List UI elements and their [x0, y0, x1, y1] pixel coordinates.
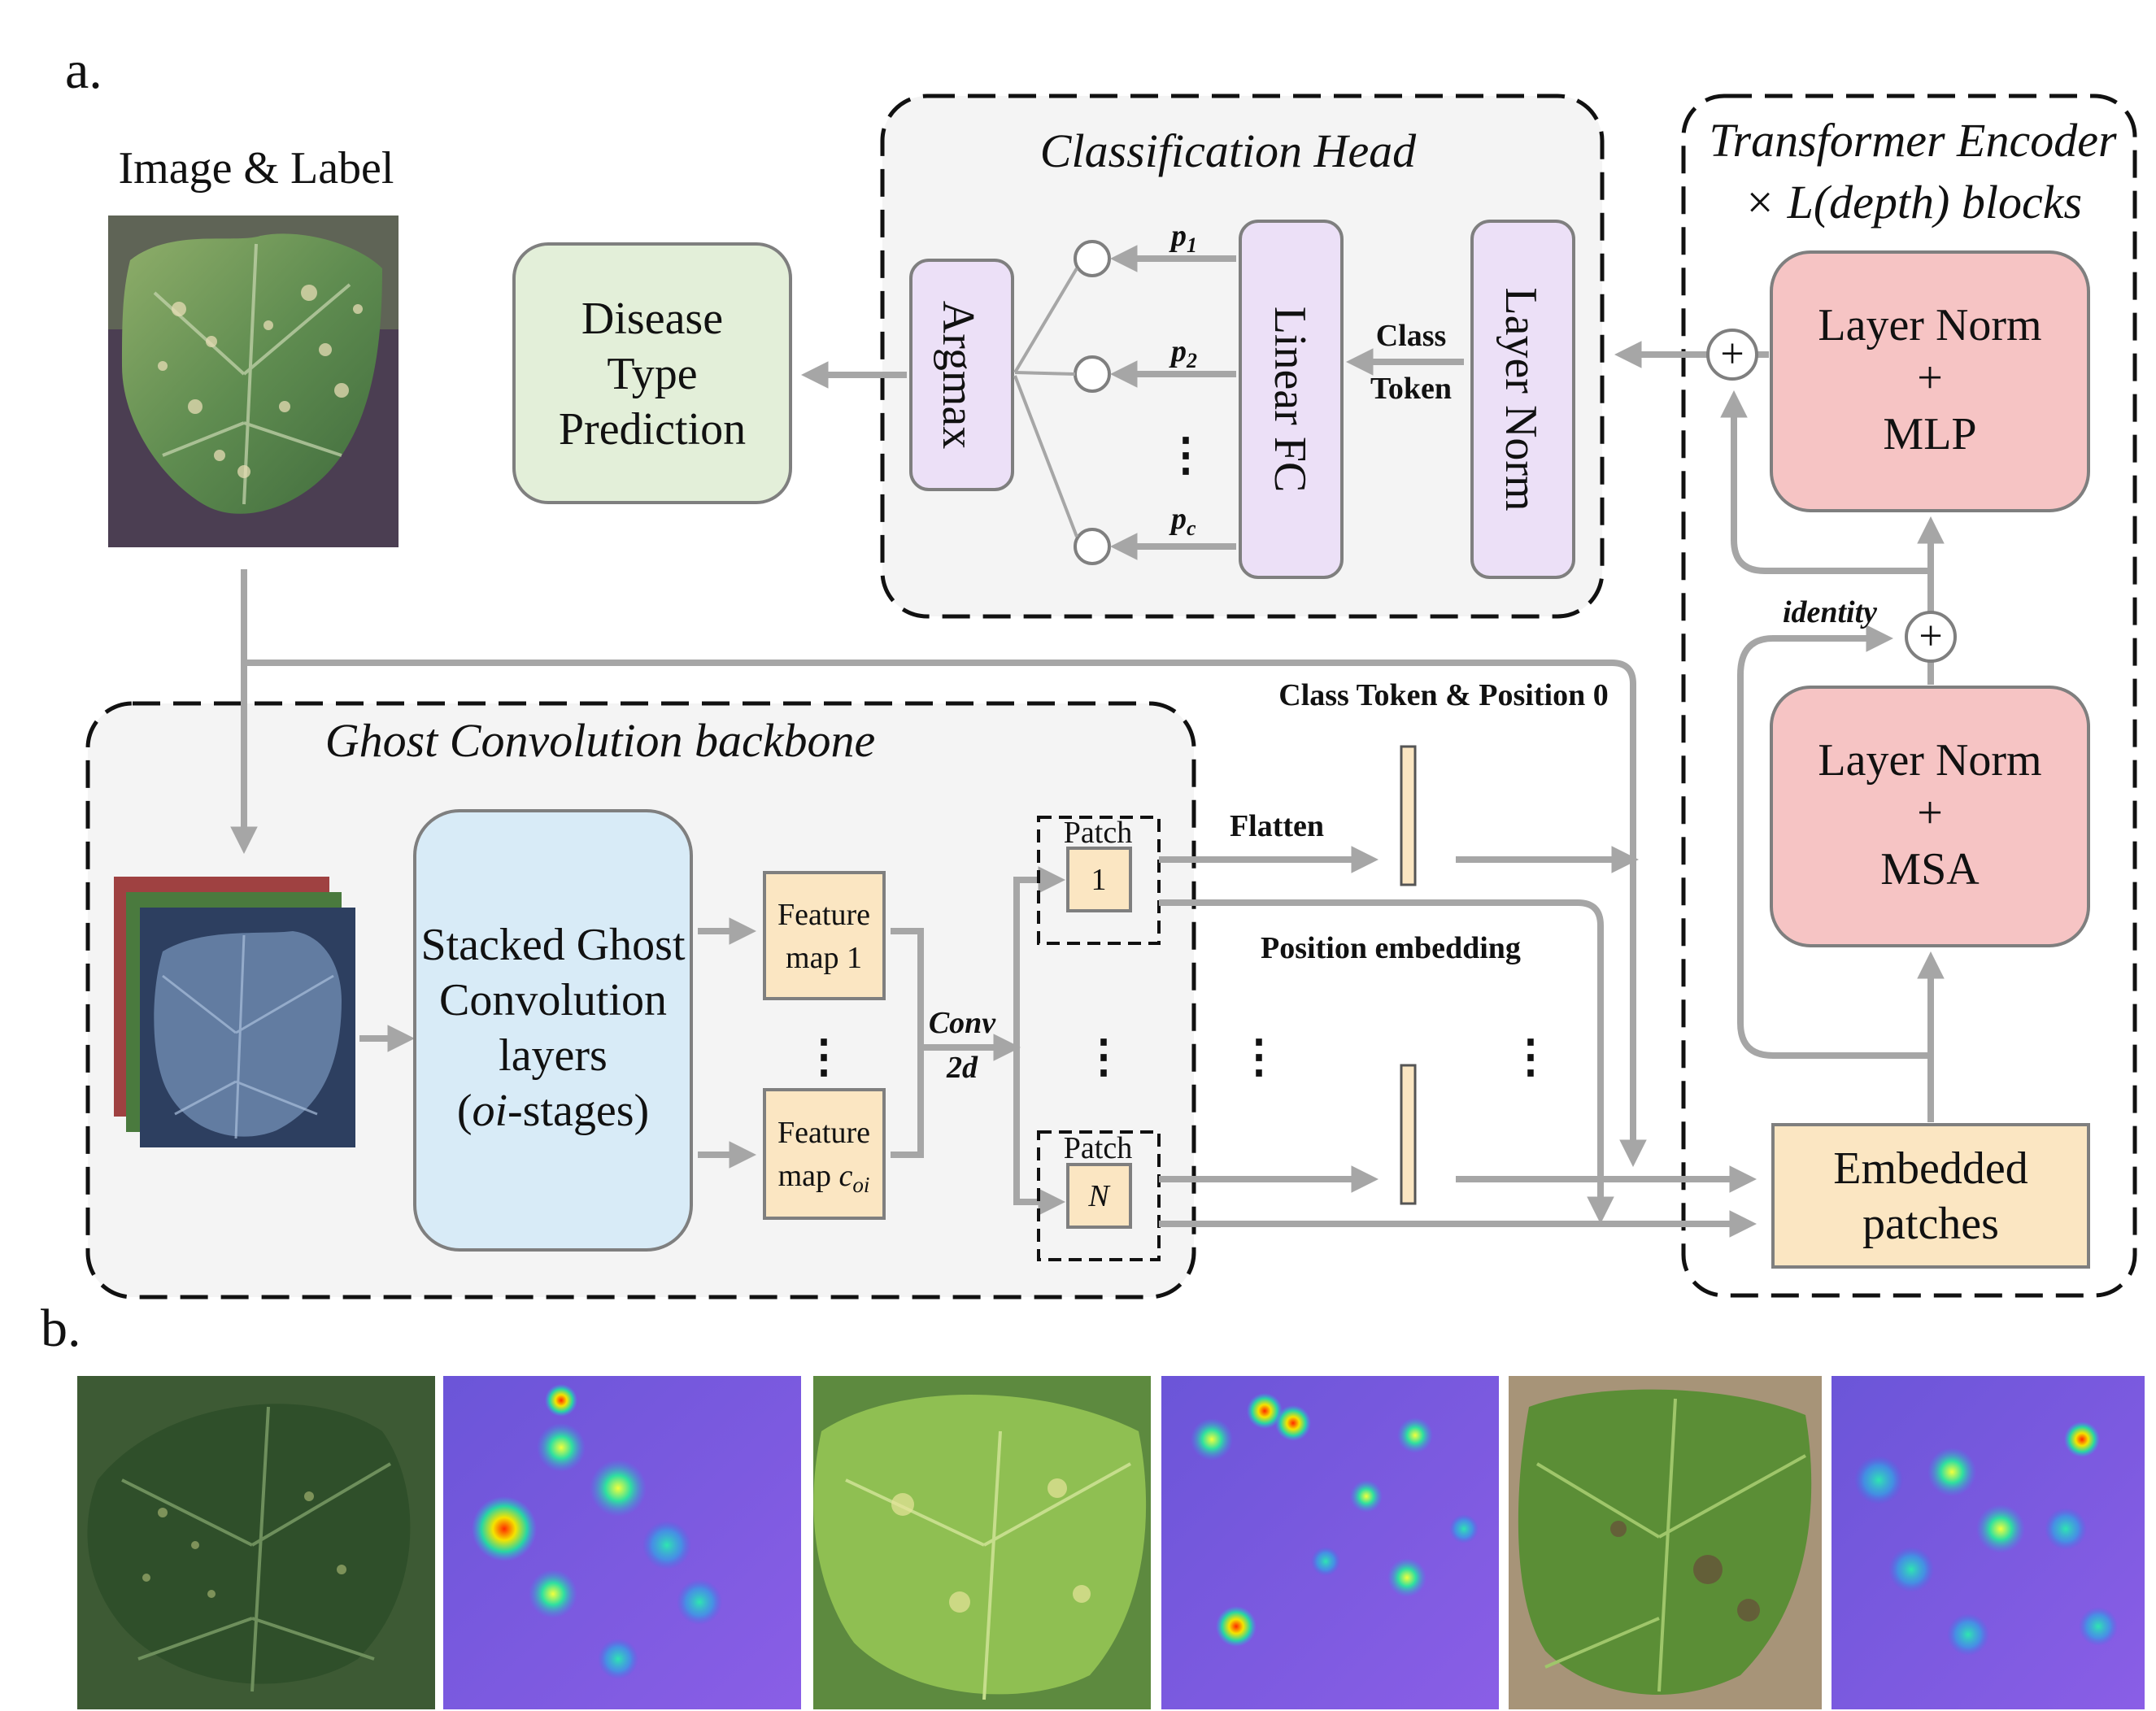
prediction-line-2: Type: [607, 349, 697, 399]
panel-a-label: a.: [65, 41, 102, 100]
residual-add-top: [1706, 329, 1758, 381]
class-token-line-2: Token: [1370, 372, 1452, 406]
prob-pc: pc: [1169, 502, 1196, 540]
layer-norm-cls-box: [1470, 220, 1575, 579]
fmap1-line-1: Feature: [777, 898, 870, 932]
sample-leaf-3: [1509, 1376, 1822, 1709]
mlp-line-2: +: [1917, 353, 1943, 403]
token-ellipsis-2: ⋮: [1508, 1032, 1553, 1082]
heatmap-1: [443, 1376, 801, 1709]
node-fan-lines: [1013, 267, 1078, 538]
argmax-label: Argmax: [933, 301, 983, 450]
transformer-connectors: [1614, 341, 1945, 1122]
class-token-line-1: Class: [1376, 319, 1447, 353]
patch-1-number: 1: [1091, 863, 1107, 897]
patch-1-label: Patch: [1064, 816, 1132, 850]
stacked-line-4: (oi-stages): [457, 1086, 649, 1136]
msa-block: [1770, 686, 2090, 947]
patch-n-frame: [1037, 1130, 1161, 1261]
msa-line-2: +: [1917, 788, 1943, 838]
residual-add-mid-plus: +: [1919, 613, 1942, 660]
prediction-line-3: Prediction: [559, 404, 746, 455]
input-leaf-image: [108, 216, 399, 547]
position-embedding-label: Position embedding: [1261, 931, 1521, 965]
stacked-ghost-box: [413, 809, 693, 1252]
patch-ellipsis: ⋮: [1081, 1032, 1126, 1082]
embedded-line-2: patches: [1862, 1199, 1999, 1249]
layer-norm-cls-label: Layer Norm: [1496, 287, 1546, 511]
output-node-1: [1074, 240, 1111, 277]
heatmap-2: [1161, 1376, 1499, 1709]
patch-1-frame: [1037, 816, 1161, 945]
prob-p1: p1: [1169, 219, 1197, 257]
residual-add-mid: [1905, 611, 1957, 663]
token-bar-1: [1400, 745, 1417, 886]
linear-fc-label: Linear FC: [1265, 307, 1315, 493]
patch-1-box: [1066, 847, 1132, 912]
fmapc-line-2: map coi: [778, 1159, 870, 1197]
patch-n-label: Patch: [1064, 1131, 1132, 1165]
token-bar-n: [1400, 1064, 1417, 1205]
identity-label: identity: [1783, 595, 1877, 629]
embedded-patches-box: [1771, 1123, 2090, 1269]
ghost-to-fmap-arrows: [698, 917, 757, 1169]
sample-leaf-1: [77, 1376, 435, 1709]
prob-p2: p2: [1169, 334, 1197, 372]
stacked-line-3: layers: [499, 1030, 608, 1081]
mlp-line-3: MLP: [1883, 409, 1976, 459]
patch-n-box: [1066, 1163, 1132, 1229]
feature-map-c-box: [763, 1088, 886, 1220]
flatten-label: Flatten: [1230, 809, 1324, 843]
output-node-c: [1074, 528, 1111, 565]
rgb-channel-stack: [114, 877, 355, 1147]
ghost-title: Ghost Convolution backbone: [325, 714, 876, 767]
msa-line-1: Layer Norm: [1818, 735, 2041, 786]
panel-b-label: b.: [41, 1299, 81, 1358]
token-ellipsis-1: ⋮: [1236, 1032, 1282, 1082]
prob-ellipsis: ⋮: [1163, 430, 1209, 481]
classification-head-title: Classification Head: [1040, 124, 1417, 177]
conv-bracket: [891, 928, 1021, 1158]
stacked-line-2: Convolution: [439, 975, 667, 1025]
residual-add-top-plus: +: [1720, 331, 1744, 377]
conv-label-1: Conv: [929, 1006, 996, 1040]
msa-line-3: MSA: [1880, 844, 1980, 895]
input-title: Image & Label: [119, 143, 394, 194]
mlp-line-1: Layer Norm: [1818, 300, 2041, 350]
argmax-box: [909, 259, 1014, 491]
heatmap-3: [1832, 1376, 2145, 1709]
embedded-line-1: Embedded: [1833, 1143, 2028, 1194]
patch-branch: [1013, 866, 1066, 1216]
mlp-block: [1770, 250, 2090, 512]
patch-n-number: N: [1087, 1179, 1111, 1213]
fmap-ellipsis: ⋮: [801, 1032, 847, 1082]
linear-fc-box: [1239, 220, 1344, 579]
feature-map-1-box: [763, 871, 886, 1000]
sample-leaf-2: [813, 1376, 1151, 1709]
class-position-label: Class Token & Position 0: [1278, 678, 1608, 712]
prediction-line-1: Disease: [581, 294, 723, 344]
stacked-line-1: Stacked Ghost: [420, 920, 686, 970]
transformer-title-2: × L(depth) blocks: [1744, 176, 2082, 229]
disease-prediction-box: [512, 242, 792, 504]
fc-to-node-arrows: [1109, 245, 1236, 560]
embedding-flow-arrows: [230, 569, 1757, 1238]
output-node-2: [1074, 355, 1111, 393]
transformer-title-1: Transformer Encoder: [1709, 114, 2117, 167]
fmap1-line-2: map 1: [786, 941, 862, 975]
conv-label-2: 2d: [946, 1051, 978, 1085]
fmapc-line-1: Feature: [777, 1116, 870, 1150]
